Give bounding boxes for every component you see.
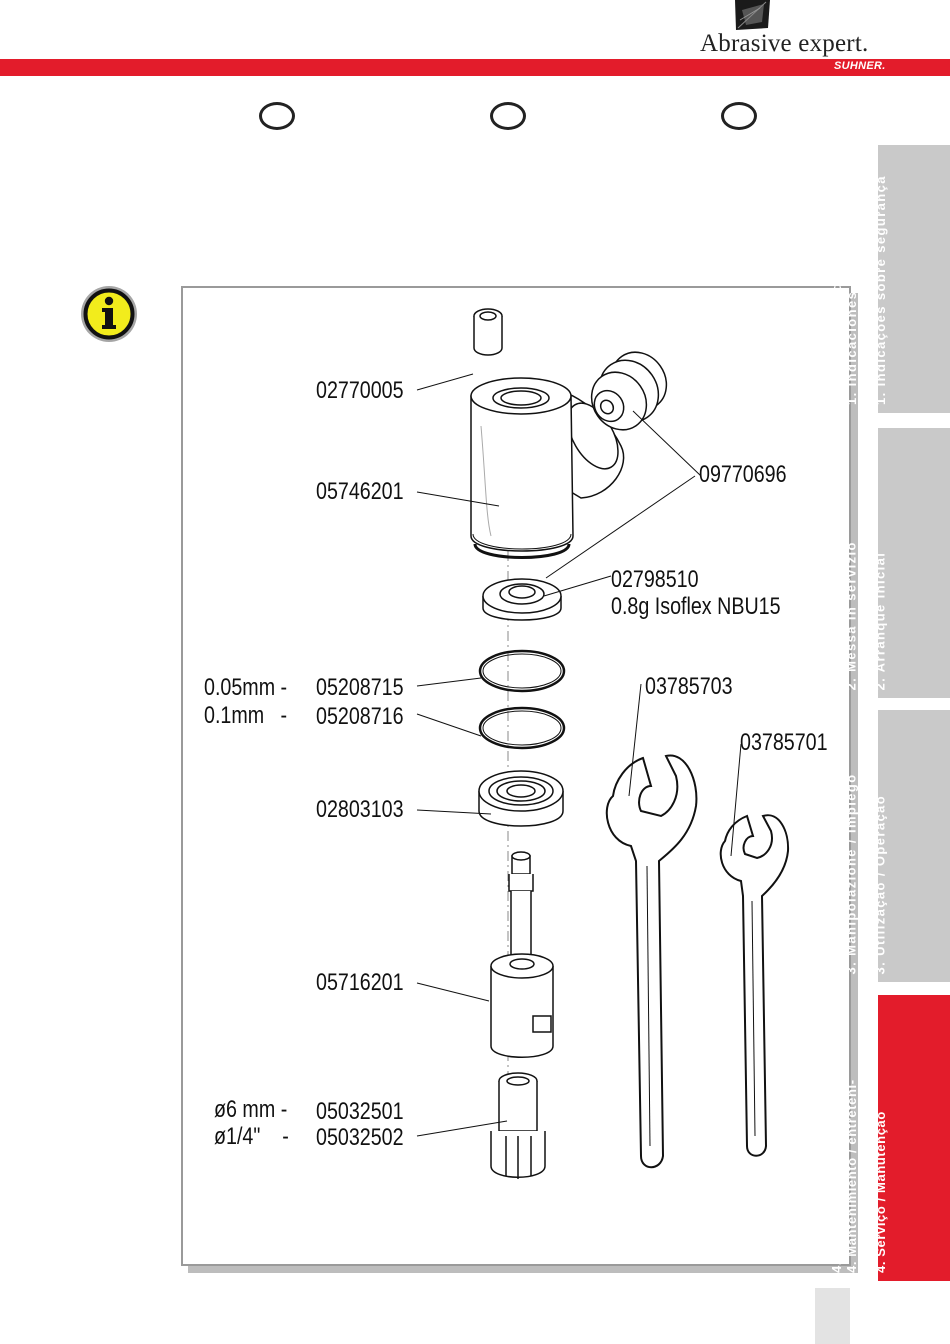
- callout-collet-6mm: ø6 mm -: [214, 1096, 288, 1123]
- brand-logo-mark: [735, 0, 770, 30]
- part-spindle: [490, 851, 554, 1058]
- callout-02798510-note: 0.8g Isoflex NBU15: [611, 593, 781, 620]
- callout-02803103: 02803103: [316, 796, 404, 823]
- header-red-bar: [0, 59, 950, 76]
- language-circle-3: [721, 102, 757, 130]
- callout-collet-quarter-inch: ø1/4" -: [214, 1123, 289, 1150]
- chapter-tab-2[interactable]: 2. Messa in servizio 2. Puesta en servic…: [844, 428, 950, 698]
- part-wrench-small: [719, 814, 790, 1157]
- part-wrench-large: [605, 754, 698, 1169]
- callout-05208716: 05208716: [316, 703, 404, 730]
- callout-05032501: 05032501: [316, 1098, 404, 1125]
- brand-tagline: Abrasive expert.: [700, 30, 869, 57]
- chapter-tab-4-active[interactable]: 4. Servizio / manutenzione 4. Mantenimie…: [829, 995, 950, 1281]
- language-circle-2: [490, 102, 526, 130]
- callout-05032502: 05032502: [316, 1124, 404, 1151]
- callout-shim-01: 0.1mm -: [204, 702, 288, 729]
- company-logo: SUHNER.: [834, 60, 886, 72]
- chapter-tab-3[interactable]: 3. Manipolazione / impiego 3. Manejo / o…: [844, 710, 950, 982]
- part-housing: [470, 377, 625, 559]
- part-fitting: [590, 351, 668, 431]
- callout-02798510: 02798510: [611, 566, 699, 593]
- exploded-parts-diagram: [416, 308, 790, 1179]
- callout-03785701: 03785701: [740, 729, 828, 756]
- callout-09770696: 09770696: [699, 461, 787, 488]
- info-icon: [81, 286, 137, 342]
- part-collet: [490, 1072, 546, 1179]
- language-circle-1: [259, 102, 295, 130]
- callout-05716201: 05716201: [316, 969, 404, 996]
- callout-05746201: 05746201: [316, 478, 404, 505]
- part-seal: [482, 578, 562, 621]
- part-shim-1: [478, 649, 566, 693]
- part-bearing: [478, 770, 564, 827]
- callout-02770005: 02770005: [316, 377, 404, 404]
- page-number-box: [815, 1288, 850, 1344]
- callout-shim-005: 0.05mm -: [204, 674, 288, 701]
- callout-05208715: 05208715: [316, 674, 404, 701]
- part-shim-2: [478, 706, 566, 750]
- part-bushing: [473, 308, 503, 356]
- callout-03785703: 03785703: [645, 673, 733, 700]
- chapter-tab-1[interactable]: 1. Prescrizioni di sicurezza 1. Indicaci…: [829, 145, 950, 413]
